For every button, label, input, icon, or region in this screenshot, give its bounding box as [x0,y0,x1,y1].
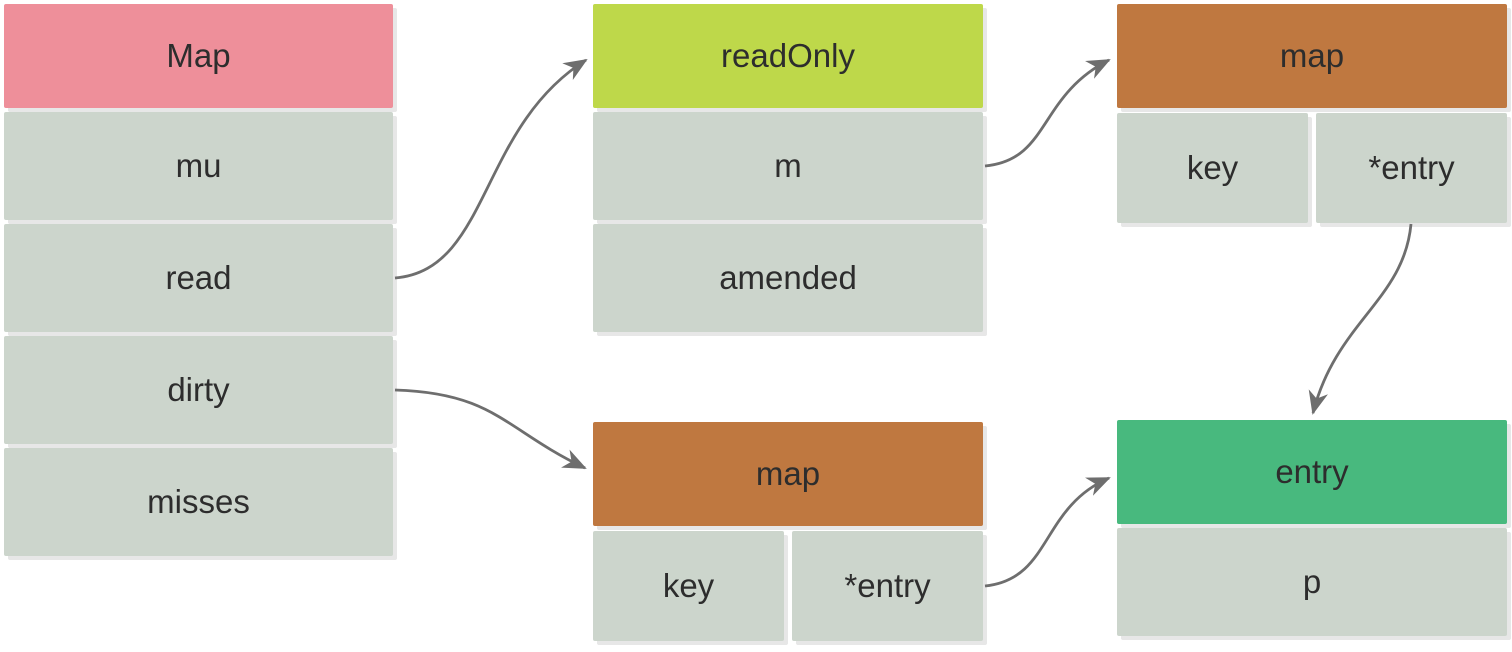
arrow-dirty-to-dirty-hashmap [394,388,587,470]
arrow-m-to-read-hashmap [984,58,1111,168]
node-entry-struct: entry p [1117,420,1507,636]
field-mu: mu [4,112,393,220]
node-read-hashmap: map key *entry [1117,4,1507,223]
arrow-read-entry-to-entry [1308,223,1413,415]
entry-struct-header: entry [1117,420,1507,524]
read-hashmap-cells: key *entry [1117,113,1507,223]
arrow-read-to-readonly [394,58,588,280]
field-key: key [1117,113,1308,223]
dirty-hashmap-cells: key *entry [593,531,983,641]
field-key: key [593,531,784,641]
field-m: m [593,112,983,220]
field-entry-pointer: *entry [792,531,983,641]
dirty-hashmap-header: map [593,422,983,526]
field-entry-pointer: *entry [1316,113,1507,223]
field-read: read [4,224,393,332]
map-struct-header: Map [4,4,393,108]
field-p: p [1117,528,1507,636]
field-misses: misses [4,448,393,556]
field-amended: amended [593,224,983,332]
arrow-dirty-entry-to-entry [984,476,1111,588]
field-dirty: dirty [4,336,393,444]
node-dirty-hashmap: map key *entry [593,422,983,641]
readonly-struct-header: readOnly [593,4,983,108]
node-map-struct: Map mu read dirty misses [4,4,393,556]
node-readonly-struct: readOnly m amended [593,4,983,332]
read-hashmap-header: map [1117,4,1507,108]
